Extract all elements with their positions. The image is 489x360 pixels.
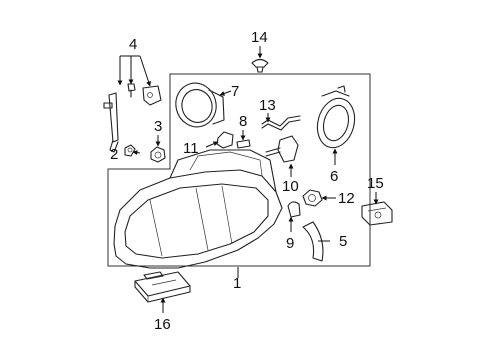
socket-part-11 <box>216 131 234 149</box>
bulb-wire-part-13 <box>261 115 301 163</box>
seal-part-5 <box>302 221 324 262</box>
callout-10: 10 <box>282 178 299 195</box>
bulb-part-8 <box>236 139 251 149</box>
bulb-part-9 <box>287 201 301 218</box>
ring-part-7 <box>175 82 225 128</box>
callout-6: 6 <box>330 168 338 185</box>
callout-8: 8 <box>239 113 247 130</box>
callout-14: 14 <box>251 29 268 46</box>
callout-11: 11 <box>183 140 199 157</box>
callout-9: 9 <box>286 235 294 252</box>
callout-15: 15 <box>367 175 384 192</box>
callout-12: 12 <box>338 190 355 207</box>
socket-part-12 <box>302 189 323 207</box>
callout-7: 7 <box>231 83 239 100</box>
callout-4: 4 <box>129 36 137 53</box>
callout-1: 1 <box>233 275 241 292</box>
callout-16: 16 <box>154 316 171 333</box>
callout-13: 13 <box>259 97 276 114</box>
bezel-part-6 <box>316 85 356 149</box>
headlamp-part-1 <box>113 149 283 269</box>
bracket-part-4 <box>103 83 162 153</box>
screw-part-2 <box>124 144 136 157</box>
clip-part-14 <box>251 58 269 73</box>
control-unit-part-16 <box>134 271 191 303</box>
leader-lines <box>117 46 379 313</box>
module-part-15 <box>361 201 393 226</box>
nut-part-3 <box>150 146 166 163</box>
callout-3: 3 <box>154 118 162 135</box>
assembly-frame <box>107 73 371 267</box>
callout-2: 2 <box>110 146 118 163</box>
callout-5: 5 <box>339 233 347 250</box>
